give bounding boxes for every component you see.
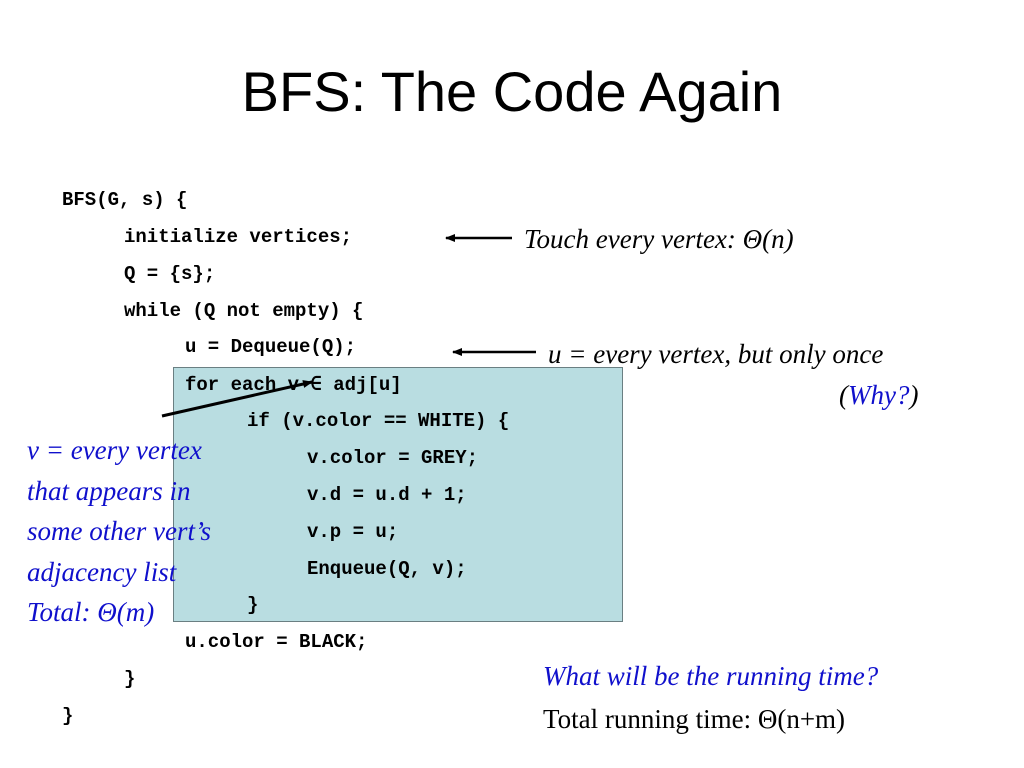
- code-line-14: }: [124, 668, 136, 690]
- why-open-paren: (: [839, 380, 848, 410]
- code-line-9: v.d = u.d + 1;: [307, 484, 467, 506]
- code-line-11: Enqueue(Q, v);: [307, 558, 467, 580]
- code-line-7: if (v.color == WHITE) {: [247, 410, 510, 432]
- code-line-3: Q = {s};: [124, 263, 216, 285]
- code-line-10: v.p = u;: [307, 521, 399, 543]
- slide-title: BFS: The Code Again: [241, 60, 783, 123]
- note-why: (Why?): [839, 382, 918, 409]
- code-line-13: u.color = BLACK;: [185, 631, 368, 653]
- code-line-12: }: [247, 594, 259, 616]
- code-line-4: while (Q not empty) {: [124, 300, 364, 322]
- code-line-8: v.color = GREY;: [307, 447, 479, 469]
- why-close-paren: ): [909, 380, 919, 410]
- question-running-time: What will be the running time?: [543, 661, 879, 691]
- note-adjacency: v = every vertex that appears in some ot…: [27, 430, 211, 633]
- note-adjacency-line-3: some other vert’s: [27, 516, 211, 546]
- code-line-5: u = Dequeue(Q);: [185, 336, 357, 358]
- code-line-1: BFS(G, s) {: [62, 189, 188, 211]
- note-adjacency-line-4: adjacency list: [27, 556, 177, 587]
- answer-running-time: Total running time: Θ(n+m): [543, 704, 846, 734]
- note-adjacency-line-5: Total: Θ(m): [27, 597, 155, 627]
- note-dequeue: u = every vertex, but only once: [548, 339, 884, 369]
- note-adjacency-line-2: that appears in: [27, 475, 191, 506]
- why-text: Why?: [848, 380, 910, 410]
- code-line-6: for each v ∈ adj[u]: [185, 374, 402, 396]
- code-line-2: initialize vertices;: [124, 226, 353, 248]
- note-initialize: Touch every vertex: Θ(n): [524, 224, 794, 254]
- note-adjacency-line-1: v = every vertex: [27, 435, 202, 465]
- code-line-15: }: [62, 705, 74, 727]
